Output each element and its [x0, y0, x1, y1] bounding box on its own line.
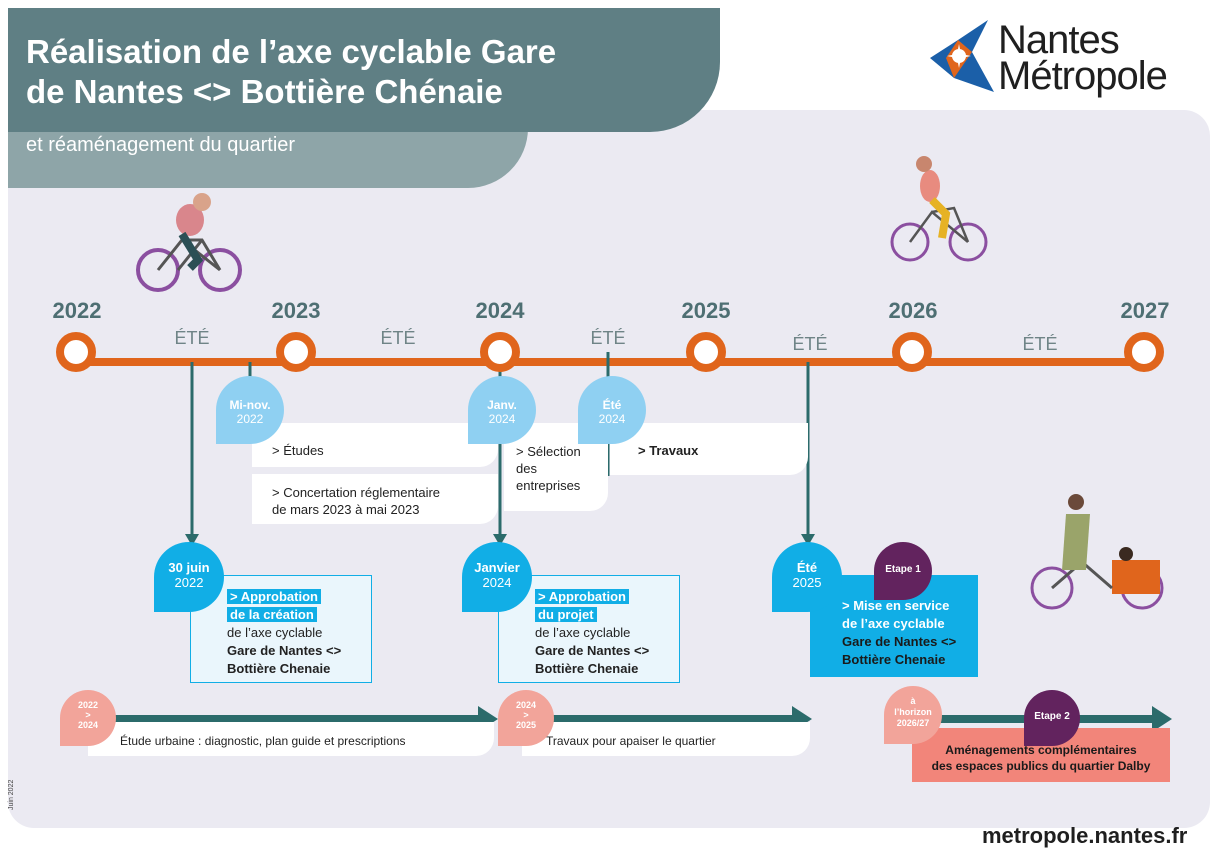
milestone-sub: 2022 [236, 412, 264, 426]
print-date: Juin 2022 [8, 779, 15, 810]
milestone-bubble: Été 2024 [578, 376, 646, 444]
year-label: 2027 [1120, 298, 1170, 323]
cyclist-man-illustration [136, 193, 242, 292]
milestone-label: Mi-nov. [229, 398, 271, 412]
timeline-marker [1124, 332, 1164, 372]
cyclist-woman-illustration [890, 156, 988, 262]
milestone-sub: 2024 [482, 575, 512, 590]
period-badge: à l’horizon 2026/27 [884, 686, 942, 744]
phase-text: > Études [272, 443, 324, 458]
milestone-bubble: Janv. 2024 [468, 376, 536, 444]
timeline-marker [892, 332, 932, 372]
milestone-line: Gare de Nantes <> [227, 643, 342, 658]
period-badge: 2022 > 2024 [60, 690, 116, 746]
bottom-phase-card: Travaux pour apaiser le quartier [522, 722, 810, 756]
milestone-bubble: Janvier 2024 [462, 542, 532, 612]
milestone-line: Gare de Nantes <> [535, 643, 650, 658]
milestone-label: Été [796, 560, 818, 575]
nantes-metropole-star-logo [930, 20, 994, 92]
milestone-line: de l’axe cyclable [227, 625, 323, 640]
milestone-line: Bottière Chenaie [842, 652, 946, 667]
etape-label: Etape 2 [1034, 711, 1070, 722]
page-title: Réalisation de l’axe cyclable Gare de Na… [26, 33, 557, 110]
milestone-bubble: Mi-nov. 2022 [216, 376, 284, 444]
phase-text: > Travaux [638, 443, 699, 458]
milestone-line: de l’axe cyclable [535, 625, 631, 640]
logo-text: Nantes Métropole [998, 18, 1168, 98]
season-label: ÉTÉ [1022, 334, 1058, 354]
cargo-bike-illustration [1030, 494, 1164, 610]
milestone-heading: de l’axe cyclable [842, 616, 945, 631]
milestone-sub: 2025 [792, 575, 822, 590]
year-label: 2024 [475, 298, 525, 323]
year-label: 2025 [681, 298, 731, 323]
timeline-marker [276, 332, 316, 372]
phase-card-travaux: > Travaux [610, 423, 808, 475]
timeline-marker [686, 332, 726, 372]
bottom-phase-text: Aménagements complémentaires des espaces… [931, 743, 1151, 773]
milestone-card-projet: > Approbation du projet de l’axe cyclabl… [498, 575, 680, 683]
year-label: 2026 [888, 298, 938, 323]
milestone-bubble: Été 2025 [772, 542, 842, 612]
phase-card-etudes: > Études [252, 423, 498, 467]
season-label: ÉTÉ [792, 334, 828, 354]
milestone-heading: > Approbation [227, 589, 321, 604]
milestone-heading: de la création [227, 607, 317, 622]
milestone-heading: du projet [535, 607, 597, 622]
milestone-sub: 2024 [598, 412, 626, 426]
bottom-phase-card: Étude urbaine : diagnostic, plan guide e… [88, 722, 494, 756]
etape-label: Etape 1 [885, 564, 921, 575]
milestone-label: Janvier [474, 560, 520, 575]
milestone-sub: 2024 [488, 412, 516, 426]
milestone-line: Bottière Chenaie [535, 661, 639, 676]
page-subtitle: et réaménagement du quartier [26, 134, 296, 156]
milestone-bubble: 30 juin 2022 [154, 542, 224, 612]
period-badge: 2024 > 2025 [498, 690, 554, 746]
etape-badge: Etape 1 [874, 542, 932, 600]
milestone-heading: > Approbation [535, 589, 629, 604]
milestone-line: Gare de Nantes <> [842, 634, 957, 649]
year-label: 2022 [52, 298, 102, 323]
milestone-label: Été [602, 398, 622, 412]
milestone-card-creation: > Approbation de la création de l’axe cy… [190, 575, 372, 683]
timeline-marker [56, 332, 96, 372]
season-label: ÉTÉ [380, 328, 416, 348]
etape-badge: Etape 2 [1024, 690, 1080, 746]
milestone-line: Bottière Chenaie [227, 661, 331, 676]
phase-text: > Concertation réglementaire de mars 202… [272, 485, 441, 517]
bottom-phase-text: Étude urbaine : diagnostic, plan guide e… [120, 734, 406, 748]
milestone-sub: 2022 [174, 575, 204, 590]
milestone-label: 30 juin [168, 560, 210, 575]
website-url: metropole.nantes.fr [982, 823, 1188, 848]
phase-card-concertation: > Concertation réglementaire de mars 202… [252, 474, 498, 524]
timeline-marker [480, 332, 520, 372]
bottom-phase-text: Travaux pour apaiser le quartier [546, 734, 716, 748]
season-label: ÉTÉ [174, 328, 210, 348]
milestone-heading: > Mise en service [842, 598, 950, 613]
year-label: 2023 [271, 298, 321, 323]
milestone-label: Janv. [487, 398, 517, 412]
season-label: ÉTÉ [590, 328, 626, 348]
period-text: 2024 > 2025 [515, 700, 537, 730]
phase-text: > Sélection des entreprises [516, 444, 581, 493]
period-text: à l’horizon 2026/27 [894, 696, 932, 728]
title-band [8, 8, 720, 132]
period-text: 2022 > 2024 [77, 700, 99, 730]
